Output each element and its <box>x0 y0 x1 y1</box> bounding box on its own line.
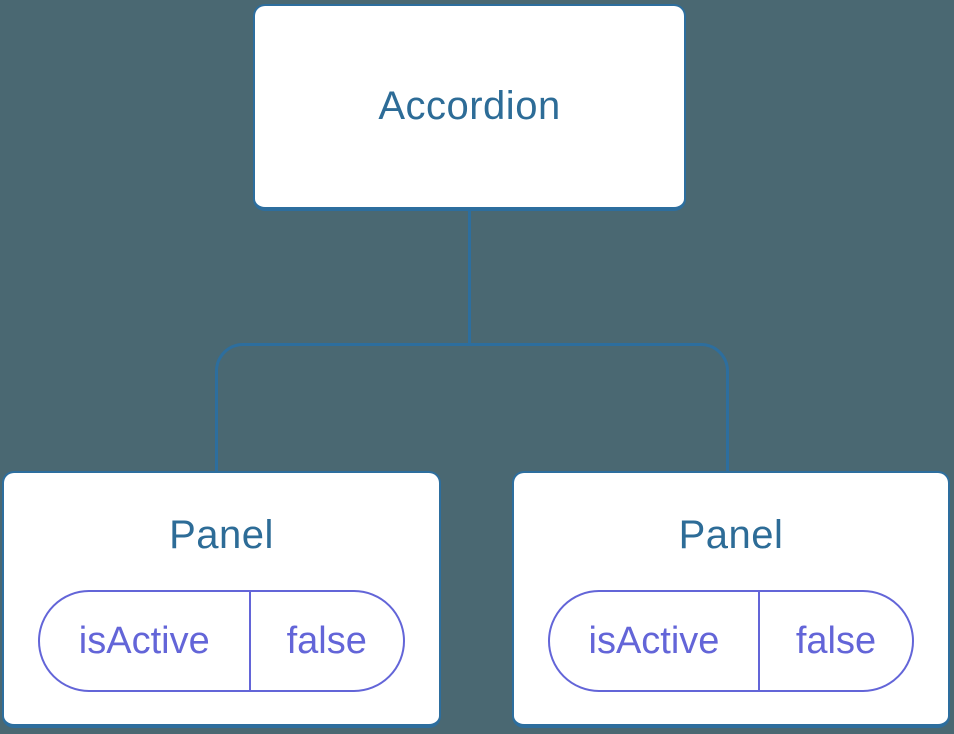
state-value: false <box>795 619 877 662</box>
tree-connector-stem <box>468 209 471 346</box>
state-pill: isActive false <box>38 590 405 692</box>
panel-node-label: Panel <box>678 513 784 557</box>
state-pill: isActive false <box>548 590 914 692</box>
panel-node-right: Panel isActive false <box>512 471 950 728</box>
accordion-node: Accordion <box>253 4 686 211</box>
state-value: false <box>286 619 367 662</box>
panel-node-left: Panel isActive false <box>2 471 441 728</box>
state-key: isActive <box>550 592 760 690</box>
tree-connector-branch <box>215 343 729 474</box>
panel-node-label: Panel <box>169 513 274 557</box>
accordion-node-label: Accordion <box>378 84 561 128</box>
state-key: isActive <box>40 592 251 690</box>
